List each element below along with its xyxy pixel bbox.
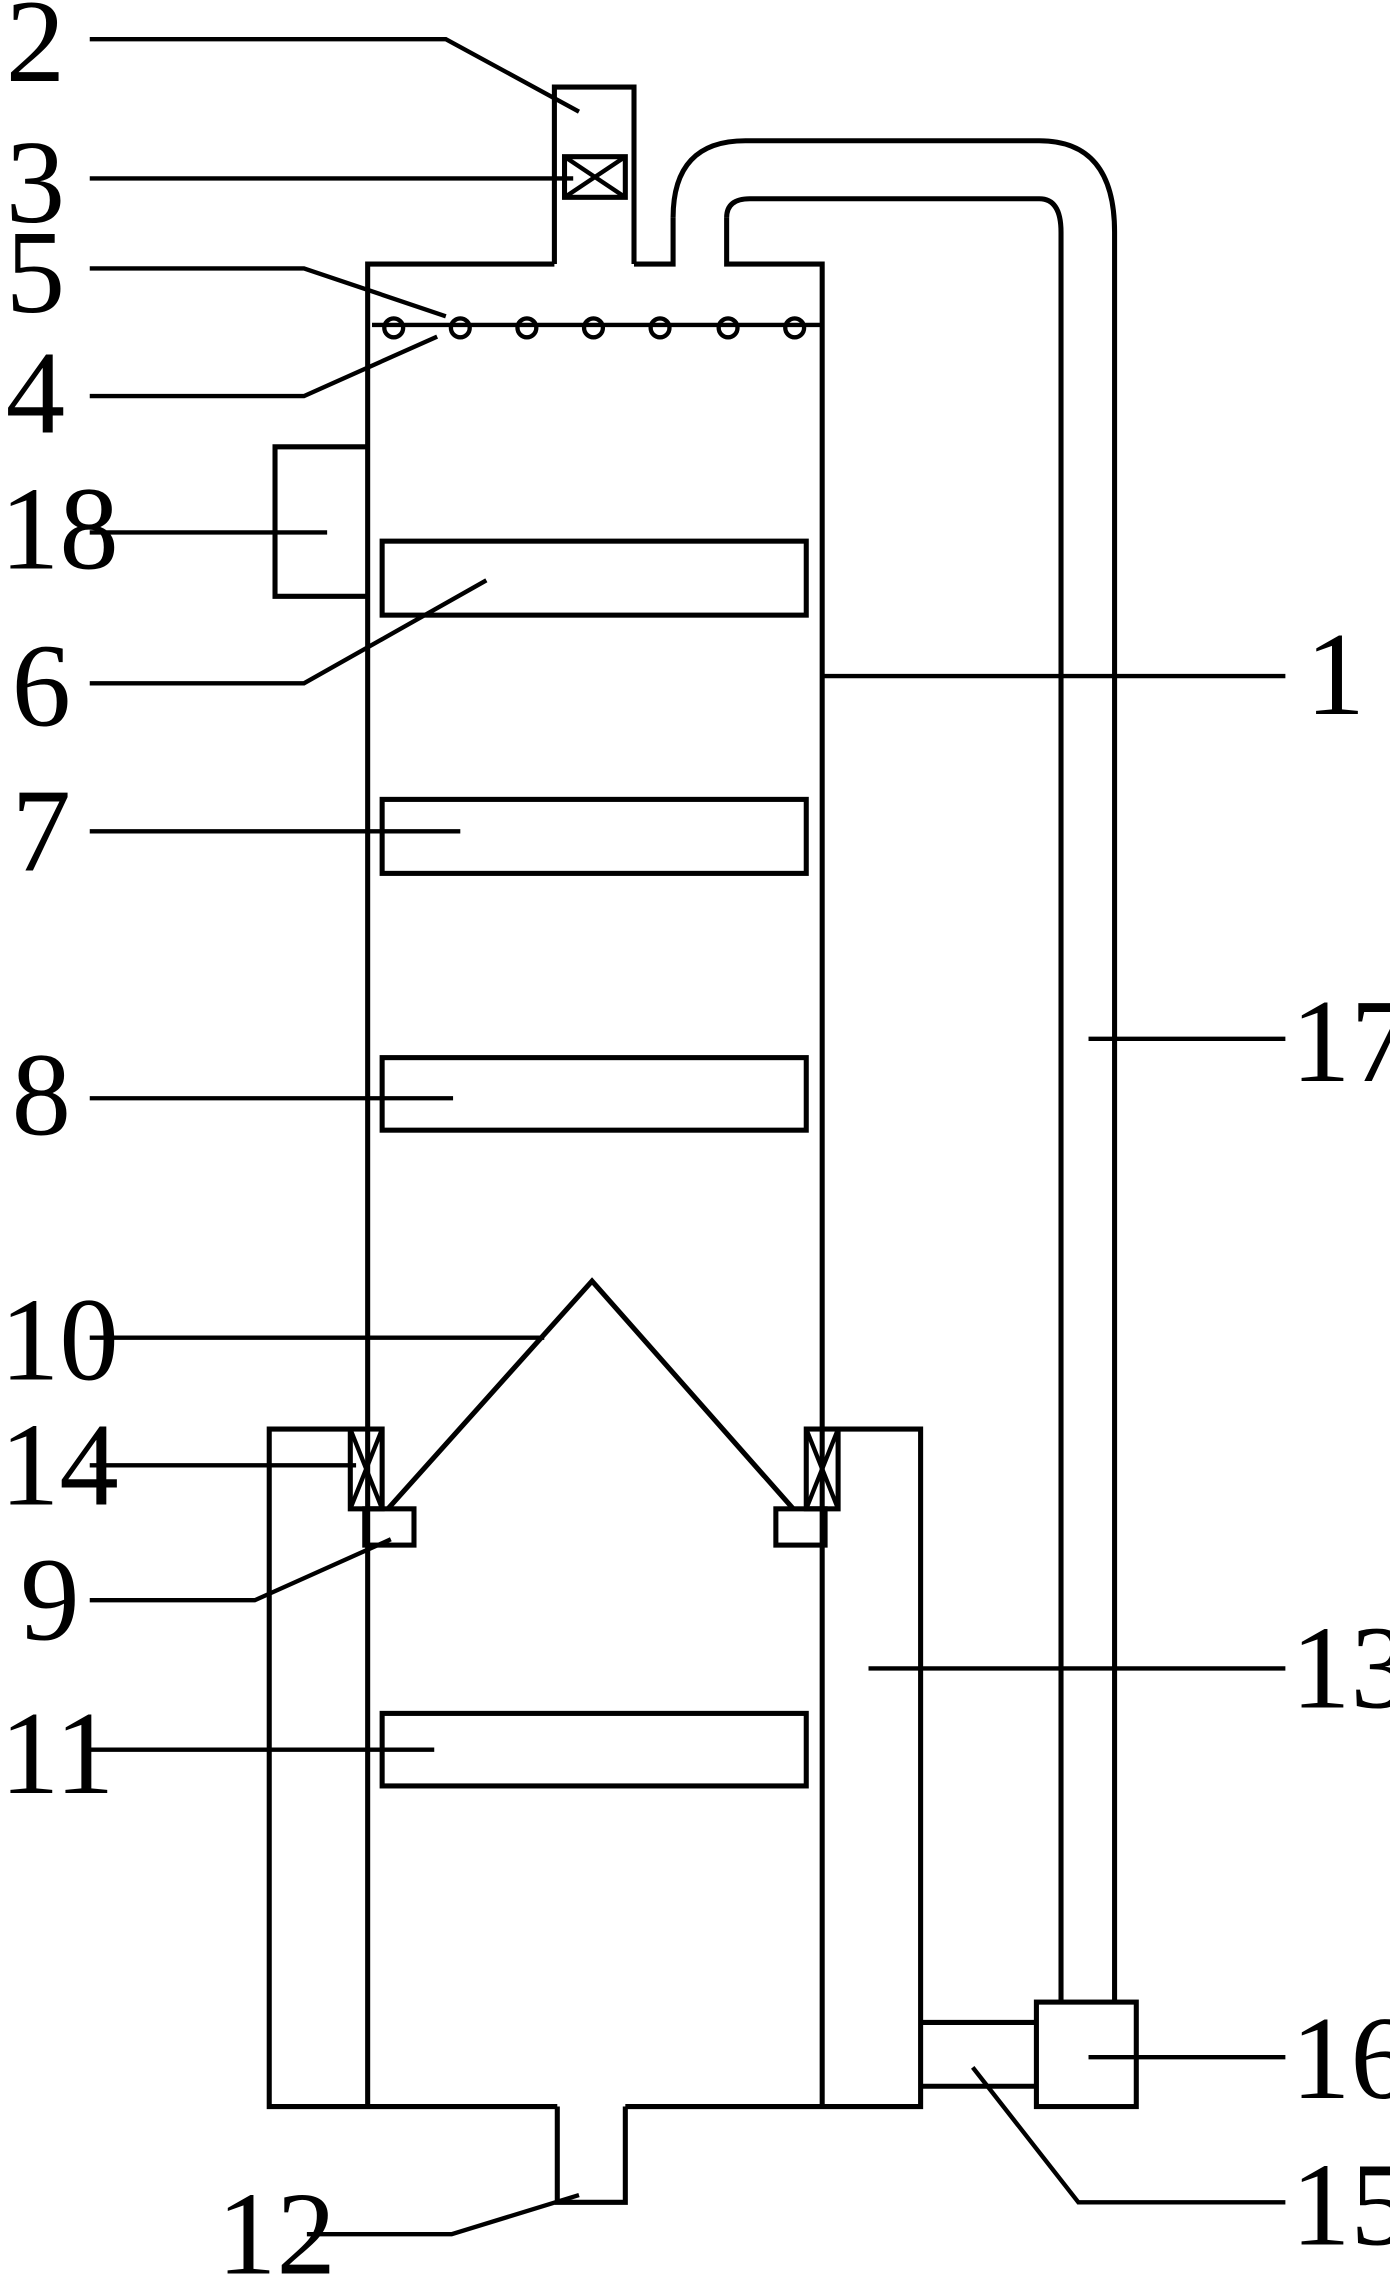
bottom-outlet	[554, 2106, 628, 2205]
label-5: 5	[6, 206, 65, 338]
plate-8	[379, 1055, 809, 1133]
return-pipe	[670, 138, 1118, 2003]
main-vessel	[365, 217, 825, 2107]
plate-7	[379, 796, 809, 876]
label-11: 11	[0, 1687, 114, 1819]
conical-cap	[386, 1277, 796, 1511]
label-17: 17	[1291, 975, 1390, 1107]
plate-6	[379, 538, 809, 618]
label-10: 10	[0, 1274, 119, 1406]
plate-11	[379, 1710, 809, 1789]
spray-pipe	[372, 316, 823, 340]
label-15: 15	[1291, 2138, 1390, 2270]
top-outlet	[551, 84, 637, 265]
label-12: 12	[217, 2167, 336, 2276]
side-box	[272, 444, 368, 599]
label-2: 2	[6, 0, 65, 107]
label-3: 3	[6, 116, 65, 248]
label-8: 8	[12, 1028, 71, 1160]
label-6: 6	[12, 619, 71, 751]
pump	[1033, 1999, 1139, 2110]
label-16: 16	[1291, 1992, 1390, 2124]
label-4: 4	[6, 326, 65, 458]
outer-jacket	[266, 1426, 924, 2110]
right-support	[773, 1506, 828, 1548]
label-1: 1	[1306, 608, 1365, 740]
top-valve-icon	[561, 154, 628, 200]
label-14: 14	[0, 1398, 119, 1530]
left-support	[362, 1506, 417, 1548]
label-9: 9	[20, 1533, 79, 1665]
leader-lines	[89, 36, 1286, 2237]
label-18: 18	[0, 463, 119, 595]
label-13: 13	[1291, 1601, 1390, 1733]
label-7: 7	[12, 764, 71, 896]
connecting-pipe	[920, 2019, 1037, 2089]
